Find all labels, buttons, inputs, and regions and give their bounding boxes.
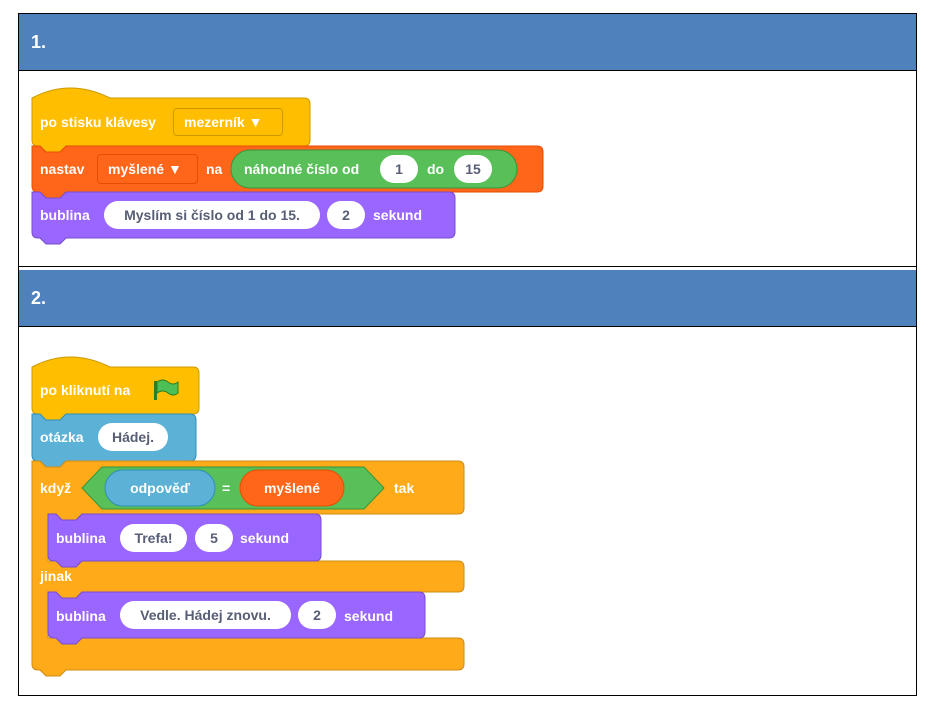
say-text-input[interactable]: Myslím si číslo od 1 do 15. xyxy=(104,201,320,229)
random-number-reporter xyxy=(230,149,518,189)
say1-label: bublina xyxy=(56,530,106,546)
ask-text-input[interactable]: Hádej. xyxy=(98,423,168,451)
dropdown-arrow-icon: ▼ xyxy=(248,114,263,130)
else-label: jinak xyxy=(40,568,72,584)
random-from-input[interactable]: 1 xyxy=(380,155,418,183)
say-secs-input[interactable]: 2 xyxy=(327,201,365,229)
section-2-number: 2. xyxy=(31,288,47,308)
answer-label: odpověď xyxy=(130,480,190,496)
if-label: když xyxy=(40,480,72,496)
variable-dropdown[interactable]: myšlené ▼ xyxy=(97,154,198,184)
random-to-label: do xyxy=(427,161,445,177)
random-to-input[interactable]: 15 xyxy=(454,155,492,183)
random-label: náhodné číslo od xyxy=(244,161,360,177)
key-dropdown[interactable]: mezerník ▼ xyxy=(173,108,283,136)
if-else-block xyxy=(31,460,465,677)
variable-dropdown-value: myšlené xyxy=(108,161,165,177)
say2-unit-label: sekund xyxy=(344,608,394,624)
set-label: nastav xyxy=(40,161,85,177)
hat-label: po stisku klávesy xyxy=(40,114,156,130)
dropdown-arrow-icon: ▼ xyxy=(167,161,182,177)
answer-reporter xyxy=(104,469,216,507)
worksheet-frame xyxy=(18,13,917,696)
green-flag-icon xyxy=(154,379,179,400)
say-unit-label: sekund xyxy=(373,207,423,223)
variable-reporter xyxy=(239,469,345,507)
section-1-number: 1. xyxy=(31,32,47,52)
say1-unit-label: sekund xyxy=(240,530,290,546)
ask-label: otázka xyxy=(40,429,84,445)
section-1-header: 1. xyxy=(19,14,916,71)
equals-label: = xyxy=(222,480,231,496)
say2-label: bublina xyxy=(56,608,106,624)
section-separator xyxy=(18,266,917,267)
then-label: tak xyxy=(394,480,415,496)
flag-hat-label: po kliknutí na xyxy=(40,382,131,398)
section-2-header: 2. xyxy=(19,270,916,327)
variable-label: myšlené xyxy=(263,480,321,496)
say1-text-input[interactable]: Trefa! xyxy=(120,524,187,552)
key-dropdown-value: mezerník xyxy=(184,114,245,130)
set-to-label: na xyxy=(206,161,223,177)
say1-secs-input[interactable]: 5 xyxy=(195,524,233,552)
say2-text-input[interactable]: Vedle. Hádej znovu. xyxy=(120,601,291,629)
say-label: bublina xyxy=(40,207,90,223)
say2-secs-input[interactable]: 2 xyxy=(298,601,336,629)
